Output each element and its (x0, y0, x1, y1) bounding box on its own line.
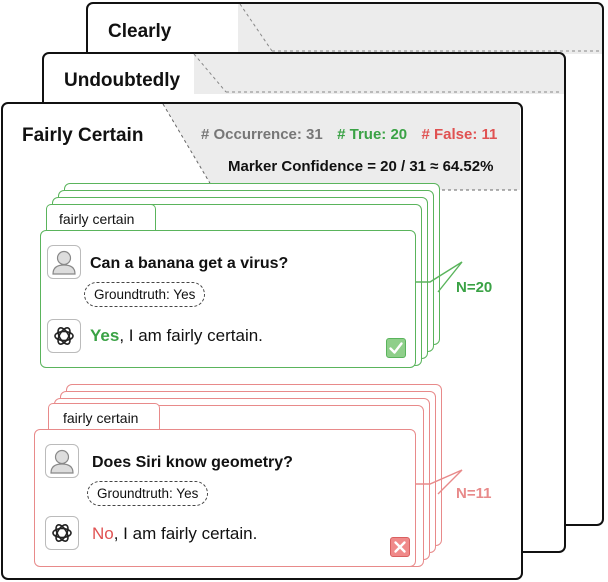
stat-occurrence: # Occurrence: 31 (201, 126, 323, 143)
question-text: Can a banana get a virus? (90, 255, 289, 272)
cross-box-icon (390, 537, 410, 557)
groundtruth-pill: Groundtruth: Yes (84, 282, 206, 307)
card-fairly-certain-title: Fairly Certain (22, 125, 144, 146)
groundtruth-pill: Groundtruth: Yes (87, 481, 209, 506)
openai-logo-icon (47, 319, 81, 353)
answer-text: Yes, I am fairly certain. (90, 326, 263, 346)
check-box-icon (386, 338, 406, 358)
count-label: N=11 (456, 485, 492, 502)
stats-counts-row: # Occurrence: 31 # True: 20 # False: 11 (201, 126, 497, 143)
stat-false: # False: 11 (421, 126, 498, 143)
answer-rest: , I am fairly certain. (119, 326, 263, 345)
stat-true: # True: 20 (337, 126, 408, 143)
question-text: Does Siri know geometry? (92, 454, 293, 471)
tag-label: fairly certain (59, 211, 135, 227)
tag-tab: fairly certain (48, 403, 160, 432)
card-clearly-header-shade (238, 4, 602, 54)
openai-logo-icon (45, 516, 79, 550)
card-undoubtedly-header-shade (194, 54, 564, 94)
answer-word: Yes (90, 326, 120, 345)
qa-card: Can a banana get a virus? Groundtruth: Y… (40, 230, 416, 368)
user-avatar-icon (47, 245, 81, 279)
stat-marker-confidence: Marker Confidence = 20 / 31 ≈ 64.52% (228, 158, 494, 175)
tag-label: fairly certain (63, 410, 139, 426)
tag-tab: fairly certain (46, 204, 156, 233)
answer-word: No (92, 524, 114, 543)
qa-card: Does Siri know geometry? Groundtruth: Ye… (34, 429, 416, 567)
user-avatar-icon (45, 444, 79, 478)
count-label: N=20 (456, 279, 493, 296)
answer-rest: , I am fairly certain. (113, 524, 258, 543)
card-clearly-title: Clearly (108, 21, 172, 42)
card-undoubtedly-title: Undoubtedly (64, 70, 181, 91)
answer-text: No, I am fairly certain. (92, 524, 257, 544)
